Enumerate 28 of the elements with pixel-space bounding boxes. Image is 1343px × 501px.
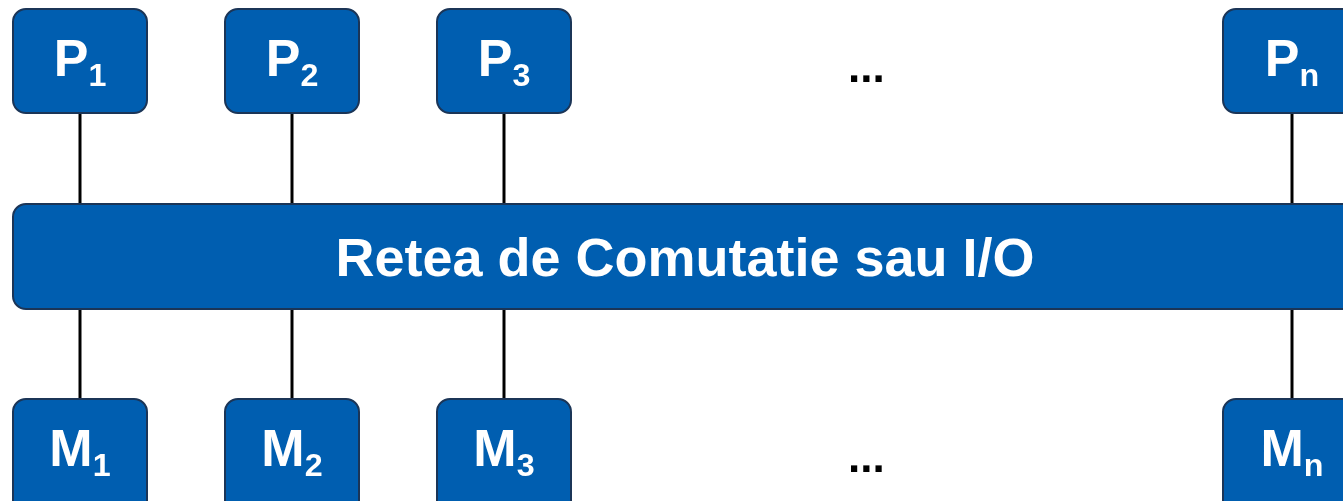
ellipsis-text: ... [848, 42, 885, 92]
processor-box [224, 8, 360, 114]
processor-box [436, 8, 572, 114]
node-label: P$_{n}$ [1264, 28, 1320, 94]
processor-box [1222, 8, 1343, 114]
node-label: Retea de Comutatie sau I/O [335, 225, 1035, 288]
connector-line [290, 114, 294, 203]
memory-box [224, 398, 360, 501]
connector-line [502, 114, 506, 203]
connector-line [78, 310, 82, 398]
memory-box [12, 398, 148, 501]
connector-line [78, 114, 82, 203]
connector-line [502, 310, 506, 398]
connector-line [1290, 310, 1294, 398]
node-label: P$_{1}$ [53, 28, 107, 94]
node-label: M$_{2}$ [261, 418, 323, 484]
connector-line [290, 310, 294, 398]
node-label: M$_{n}$ [1260, 418, 1324, 484]
node-label: P$_{2}$ [265, 28, 319, 94]
interconnect-bar [12, 203, 1343, 310]
node-label: P$_{3}$ [477, 28, 531, 94]
connector-line [1290, 114, 1294, 203]
memory-box [1222, 398, 1343, 501]
node-label: M$_{3}$ [473, 418, 535, 484]
node-label: M$_{1}$ [49, 418, 111, 484]
ellipsis-text: ... [848, 432, 885, 482]
processor-box [12, 8, 148, 114]
memory-box [436, 398, 572, 501]
